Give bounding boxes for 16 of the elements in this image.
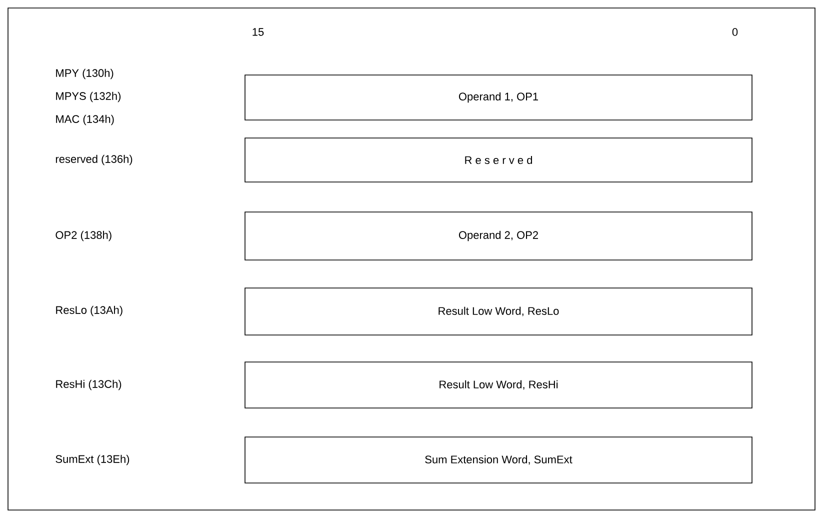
register-name: ResHi (13Ch) <box>56 380 122 390</box>
register-box: Result Low Word, ResHi <box>244 362 752 408</box>
register-name: MAC (134h) <box>56 114 114 126</box>
register-name: ResLo (13Ah) <box>56 306 122 316</box>
register-name: MPY (130h) <box>56 68 114 80</box>
bit-number: 15 <box>252 28 264 36</box>
bit-number: 0 <box>732 28 738 36</box>
register-box: Result Low Word, ResLo <box>244 288 752 336</box>
register-box: Operand 2, OP2 <box>244 212 752 260</box>
register-box: Operand 1, OP1 <box>244 74 752 120</box>
register-name: SumExt (13Eh) <box>56 454 130 466</box>
register-name: reserved (136h) <box>56 154 132 166</box>
register-name: OP2 (138h) <box>56 230 112 242</box>
register-box: R e s e r v e d <box>244 138 752 182</box>
register-box: Sum Extension Word, SumExt <box>244 436 752 484</box>
register-name: MPYS (132h) <box>56 92 121 102</box>
